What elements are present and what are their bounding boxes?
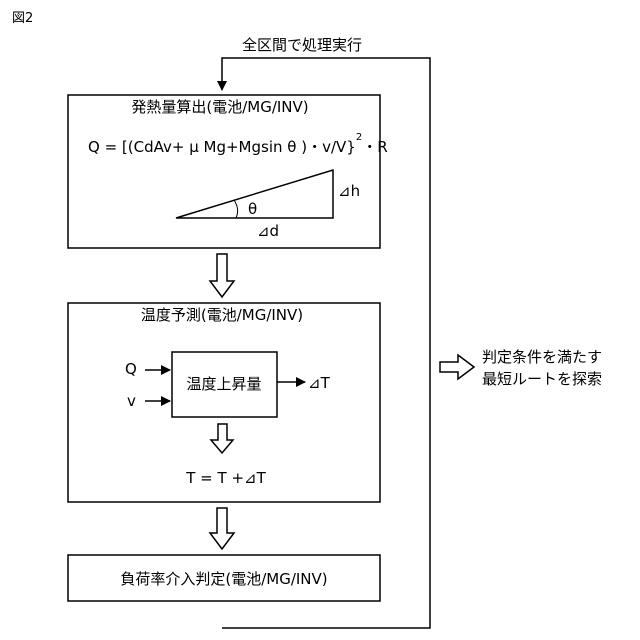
side-note-line1: 判定条件を満たす [482,348,602,366]
triangle-angle-label: θ [248,200,257,218]
load-judge-title: 負荷率介入判定(電池/MG/INV) [120,570,327,588]
heat-calc-title: 発熱量算出(電池/MG/INV) [131,98,308,116]
hollow-arrow-right [440,355,474,379]
triangle-height-label: ⊿h [338,182,360,200]
hollow-arrow-1 [210,254,234,297]
heat-formula-tail: ・R [362,138,387,156]
temp-rise-label: 温度上昇量 [186,375,261,393]
temp-update-formula: T = T +⊿T [185,469,266,487]
triangle-base-label: ⊿d [257,222,279,240]
output-dt-label: ⊿T [308,374,331,392]
loop-label: 全区間で処理実行 [242,36,362,54]
figure-label: 図2 [12,11,33,26]
hollow-arrow-2 [210,508,234,549]
side-note-line2: 最短ルートを探索 [482,370,602,388]
temp-predict-title: 温度予測(電池/MG/INV) [141,306,303,324]
input-v-label: v [127,392,136,410]
input-q-label: Q [125,360,137,378]
heat-formula-main: Q = [(CdAv+ μ Mg+Mgsin θ )・v/V} [88,138,356,156]
